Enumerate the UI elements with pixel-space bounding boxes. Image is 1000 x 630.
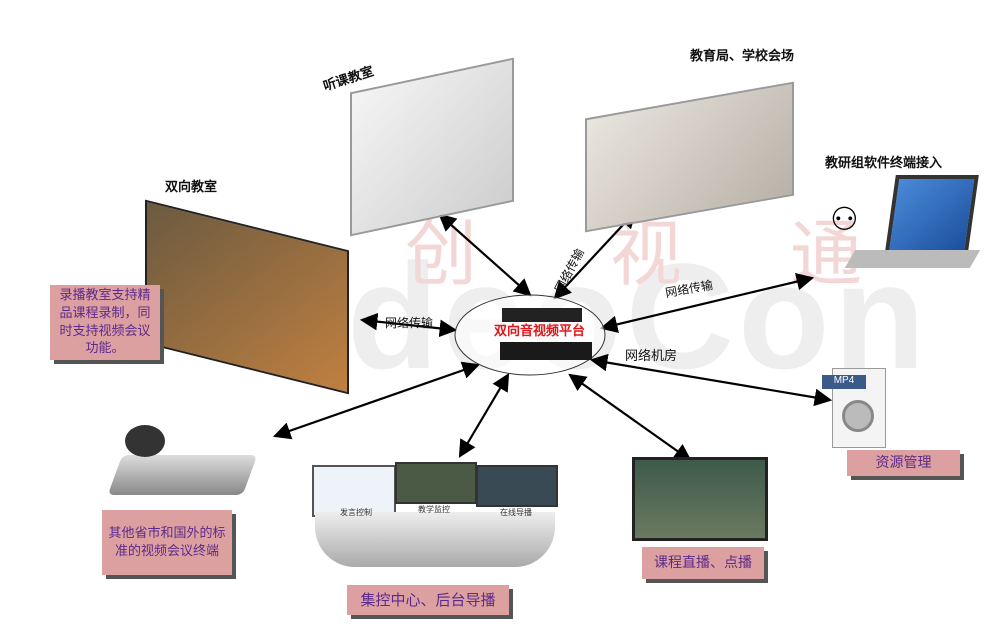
arrow-two-way [359,312,458,338]
two-way-note: 录播教室支持精品课程录制，同时支持视频会议功能。 [50,285,160,360]
laptop-keyboard [844,250,981,268]
control-center-label: 集控中心、后台导播 [347,585,509,615]
arrow-tv [568,373,692,462]
two-way-classroom-label: 双向教室 [165,180,218,195]
arrow-laptop [599,273,815,333]
arrow-listening [438,213,532,297]
console-desk [315,512,555,567]
console-label: 教学监控 [418,505,450,514]
tv-image [632,457,768,541]
machine-room-label: 网络机房 [625,349,678,364]
arrow-vc [272,361,481,440]
arrow-mp4 [589,353,833,407]
server-icon [502,308,582,322]
vc-terminal-image [107,455,258,495]
link-label-left: 网络传输 [385,316,434,330]
platform-label: 双向音视频平台 [494,324,586,339]
other-terminals-label: 其他省市和国外的标准的视频会议终端 [102,510,232,575]
encoder-icon [500,342,592,360]
console-label: 发言控制 [340,508,372,517]
software-terminal-label: 教研组软件终端接入 [825,156,943,171]
film-reel-icon [842,400,874,432]
arrow-bureau [553,210,637,300]
laptop-icon [884,175,979,258]
figures-icon: ⚇ [830,200,859,238]
arrow-console [458,373,510,458]
console-screen [395,462,477,504]
camera-icon [125,425,165,457]
resource-mgmt-label: 资源管理 [847,450,960,476]
live-vod-label: 课程直播、点播 [642,547,764,579]
file-type-badge: MP4 [822,375,866,389]
console-label: 在线导播 [500,508,532,517]
console-screen [476,465,558,507]
education-bureau-label: 教育局、学校会场 [690,49,795,64]
